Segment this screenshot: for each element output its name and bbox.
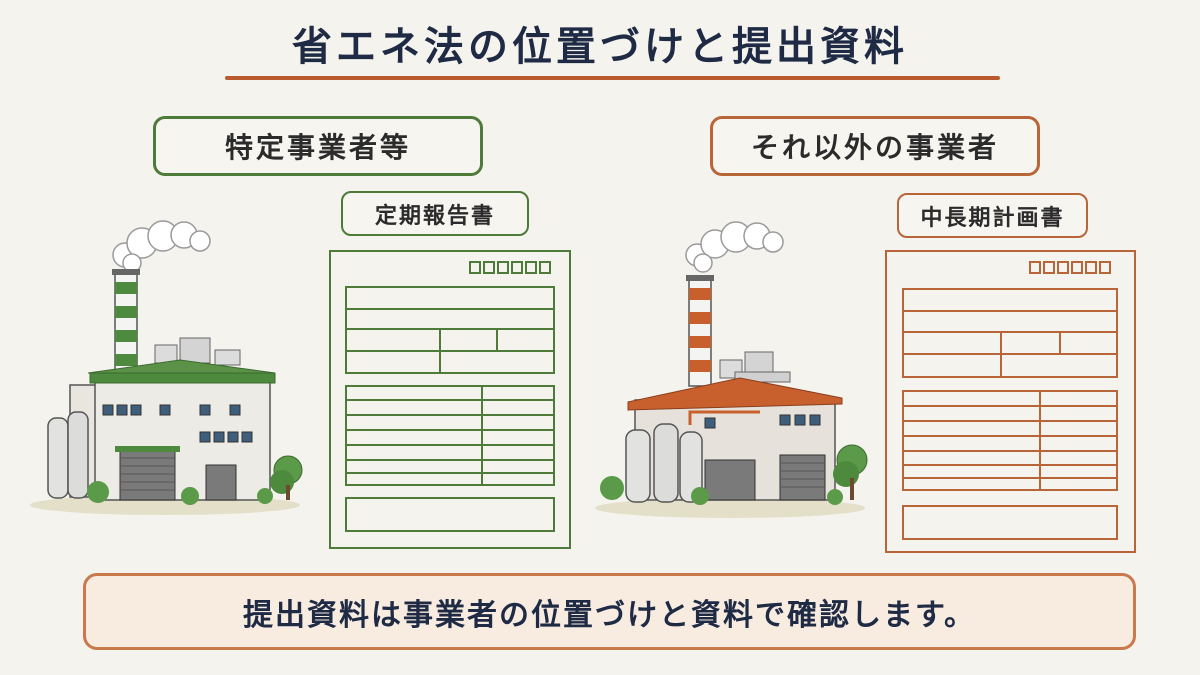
footer-summary: 提出資料は事業者の位置づけと資料で確認します。 [83,573,1136,650]
title-underline [225,76,1000,80]
category-specified-business: 特定事業者等 [153,116,483,176]
document-periodic-report: 定期報告書 [341,191,529,236]
category-other-business: それ以外の事業者 [710,116,1040,176]
document-midlong-plan: 中長期計画書 [897,193,1088,238]
page-title: 省エネ法の位置づけと提出資料 [292,24,908,70]
